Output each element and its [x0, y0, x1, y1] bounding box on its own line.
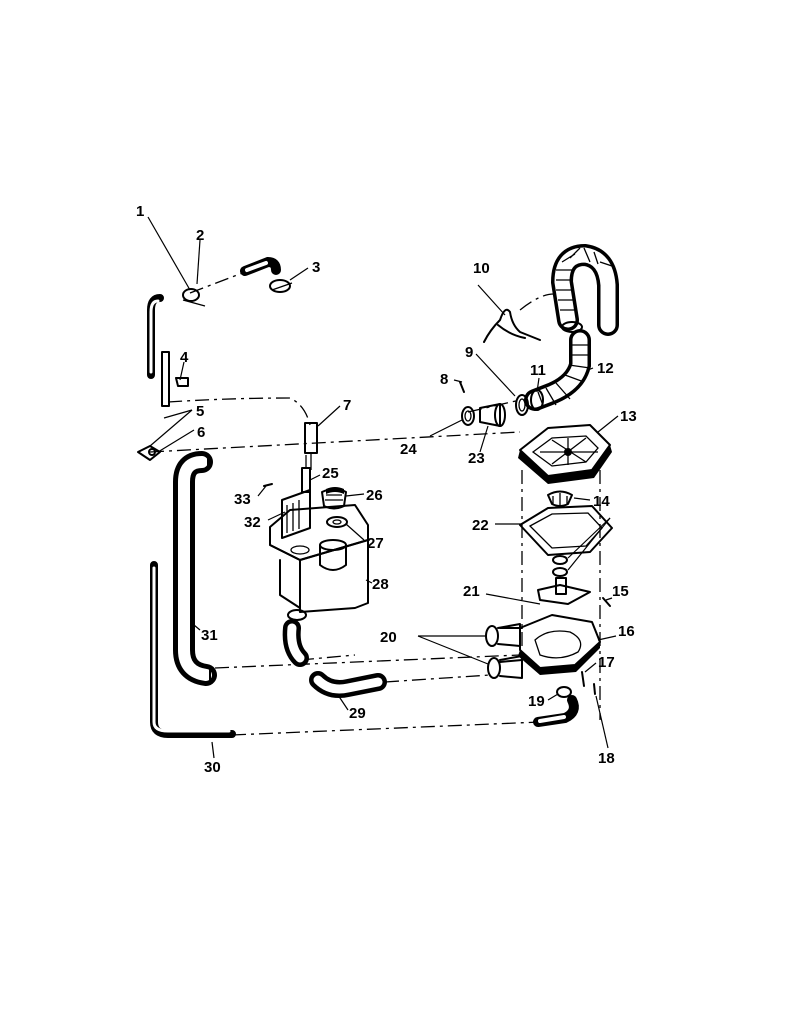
- callout-5: 5: [196, 403, 204, 420]
- part-1-hose: [147, 294, 164, 379]
- part-15-screw: [602, 597, 611, 607]
- part-13-pump-cover: [518, 424, 612, 484]
- pump-seals: [552, 555, 568, 577]
- callout-24: 24: [400, 441, 417, 458]
- callout-4: 4: [180, 349, 189, 366]
- callout-17: 17: [598, 654, 615, 671]
- assembly-lines: [149, 271, 601, 736]
- callout-26: 26: [366, 487, 383, 504]
- callout-21: 21: [463, 583, 480, 600]
- part-28-tank: [263, 455, 369, 613]
- callout-15: 15: [612, 583, 629, 600]
- callout-30: 30: [204, 759, 221, 776]
- callout-18: 18: [598, 750, 615, 767]
- part-8-screw: [459, 381, 465, 393]
- part-17-screw: [581, 671, 585, 687]
- callout-2: 2: [196, 227, 204, 244]
- callout-10: 10: [473, 260, 490, 277]
- part-29-hose: [282, 619, 387, 698]
- part-20-coupling: [485, 623, 523, 679]
- callout-16: 16: [618, 623, 635, 640]
- callout-8: 8: [440, 371, 448, 388]
- callout-labels: 1 2 3 4 5 6 7 8 9 10 11 12 13 14 15 16 1…: [136, 203, 637, 776]
- tank-ring: [287, 609, 307, 621]
- leader-lines: [147, 216, 619, 759]
- part-14-impeller: [547, 490, 573, 507]
- callout-7: 7: [343, 397, 351, 414]
- callout-29: 29: [349, 705, 366, 722]
- part-31-hose: [173, 451, 217, 686]
- part-27-nut: [326, 516, 348, 528]
- callout-19: 19: [528, 693, 545, 710]
- part-4-fitting: [161, 351, 189, 407]
- callout-25: 25: [322, 465, 339, 482]
- part-3-hose-clamp: [240, 256, 293, 293]
- callout-1: 1: [136, 203, 144, 220]
- part-30-tube: [150, 561, 236, 738]
- callout-9: 9: [465, 344, 473, 361]
- part-18-screw: [593, 683, 596, 695]
- callout-31: 31: [201, 627, 218, 644]
- part-2-clamp: [182, 288, 206, 307]
- callout-20: 20: [380, 629, 397, 646]
- part-12-corrugated-hose: [524, 243, 619, 411]
- callout-13: 13: [620, 408, 637, 425]
- callout-6: 6: [197, 424, 205, 441]
- callout-3: 3: [312, 259, 320, 276]
- part-6-valve: [137, 445, 161, 461]
- part-26-cap: [321, 487, 347, 510]
- part-9-clamp: [515, 394, 529, 416]
- callout-14: 14: [593, 493, 610, 510]
- part-24-clamp: [461, 406, 475, 426]
- callout-28: 28: [372, 576, 389, 593]
- callout-22: 22: [472, 517, 489, 534]
- part-22-gasket: [519, 505, 613, 556]
- callout-27: 27: [367, 535, 384, 552]
- part-7-tube: [304, 422, 318, 470]
- part-16-pump-housing: [499, 614, 601, 675]
- callout-32: 32: [244, 514, 261, 531]
- callout-33: 33: [234, 491, 251, 508]
- callout-23: 23: [468, 450, 485, 467]
- part-23-coupling: [479, 403, 506, 427]
- part-10-spring: [483, 308, 541, 343]
- callout-11: 11: [530, 362, 546, 379]
- callout-12: 12: [597, 360, 614, 377]
- part-19-fitting: [533, 686, 579, 727]
- part-21-bracket: [537, 577, 591, 605]
